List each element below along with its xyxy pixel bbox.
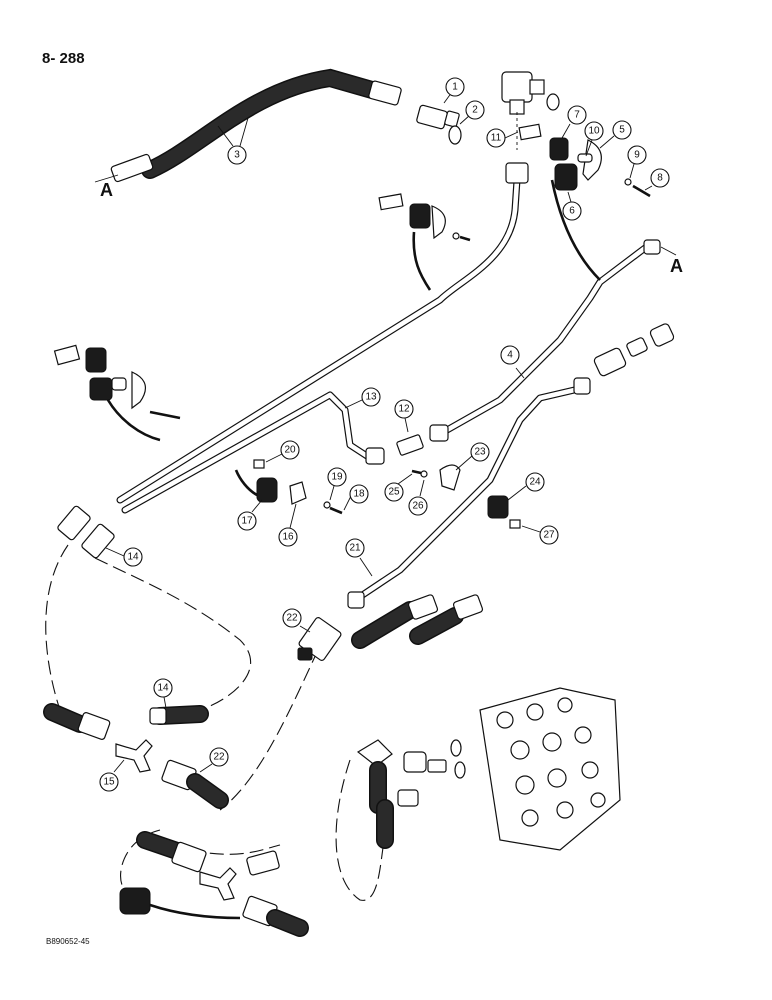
adapter-12: [396, 424, 449, 456]
callout-20: 20: [265, 440, 300, 463]
svg-text:25: 25: [388, 487, 400, 498]
svg-text:1: 1: [452, 82, 458, 93]
svg-text:11: 11: [491, 133, 502, 144]
hose-assembly-lower-left: [43, 703, 229, 809]
svg-text:26: 26: [412, 501, 424, 512]
callout-7: 7: [561, 105, 587, 139]
clamp-set-top: [518, 123, 651, 198]
svg-text:2: 2: [472, 105, 478, 116]
callout-22-lower: 22: [199, 747, 229, 773]
reference-label-a-right: A: [670, 256, 683, 276]
callout-16: 16: [278, 503, 298, 547]
svg-text:14: 14: [157, 683, 169, 694]
callout-3: 3: [217, 117, 249, 165]
clamp-23-set: [411, 464, 461, 491]
svg-text:10: 10: [588, 126, 600, 137]
tube-21: [347, 377, 591, 609]
callout-17: 17: [237, 499, 263, 531]
hose-fittings-14-upper: [57, 505, 115, 559]
svg-text:16: 16: [282, 532, 294, 543]
clamp-mid-top: [378, 193, 471, 291]
callout-15: 15: [99, 759, 125, 792]
valve-fittings: [356, 739, 466, 849]
svg-text:3: 3: [234, 150, 240, 161]
figure-code: B890652-45: [46, 937, 90, 946]
callout-1: 1: [443, 77, 465, 104]
callout-6: 6: [562, 191, 582, 221]
callout-4: 4: [500, 345, 525, 379]
svg-text:22: 22: [286, 613, 298, 624]
callout-5: 5: [599, 120, 632, 149]
callout-19: 19: [327, 467, 347, 501]
svg-text:19: 19: [331, 472, 343, 483]
clamp-set-left: [53, 344, 181, 442]
svg-text:20: 20: [284, 445, 296, 456]
callout-27: 27: [521, 525, 559, 545]
adapter-22-upper-thread: [297, 647, 313, 661]
callout-21: 21: [345, 538, 373, 577]
callout-14-lower: 14: [153, 678, 173, 709]
callout-26: 26: [408, 479, 428, 516]
tube-4: [436, 239, 677, 438]
svg-text:14: 14: [127, 552, 139, 563]
hose-segment-right-upper: [351, 594, 484, 649]
callout-9: 9: [627, 145, 647, 179]
callout-8: 8: [644, 168, 670, 191]
reference-label-a-left: A: [100, 180, 113, 200]
o-ring-2: [448, 125, 462, 145]
callout-2: 2: [459, 100, 485, 125]
svg-text:22: 22: [213, 752, 225, 763]
hose-assembly-bottom: [119, 831, 309, 937]
control-valve: [479, 687, 621, 851]
dashed-hose-routes: [45, 544, 386, 901]
adapter-1: [416, 104, 460, 130]
callout-23: 23: [455, 442, 490, 471]
svg-text:5: 5: [619, 125, 625, 136]
svg-text:9: 9: [634, 150, 640, 161]
svg-text:6: 6: [569, 206, 575, 217]
svg-text:7: 7: [574, 110, 580, 121]
callout-11: 11: [486, 128, 519, 148]
svg-text:27: 27: [543, 530, 555, 541]
callout-13: 13: [344, 387, 381, 409]
hose-3: [94, 68, 402, 183]
callout-18: 18: [343, 484, 369, 511]
clamp-set-center: [234, 459, 343, 515]
fitting-group-right-mid: [593, 323, 675, 377]
svg-text:18: 18: [353, 489, 365, 500]
svg-text:8: 8: [657, 173, 663, 184]
svg-text:12: 12: [398, 404, 410, 415]
callout-10: 10: [584, 121, 604, 157]
svg-text:15: 15: [103, 777, 115, 788]
tube-upper-long: [116, 162, 529, 504]
svg-text:24: 24: [529, 477, 541, 488]
callout-25: 25: [384, 473, 413, 502]
clamp-24-set: [487, 495, 521, 529]
callout-24: 24: [507, 472, 545, 501]
clamp-leader-top-right: [550, 179, 601, 281]
callout-22-upper: 22: [282, 608, 311, 633]
callout-14-upper: 14: [105, 547, 143, 567]
svg-text:17: 17: [241, 516, 253, 527]
svg-text:4: 4: [507, 350, 513, 361]
svg-text:13: 13: [365, 392, 377, 403]
page-number: 8- 288: [42, 50, 85, 67]
tube-13: [121, 391, 385, 514]
tee-fitting-top: [501, 71, 560, 115]
svg-text:21: 21: [349, 543, 361, 554]
svg-text:23: 23: [474, 447, 486, 458]
callout-12: 12: [394, 399, 414, 433]
